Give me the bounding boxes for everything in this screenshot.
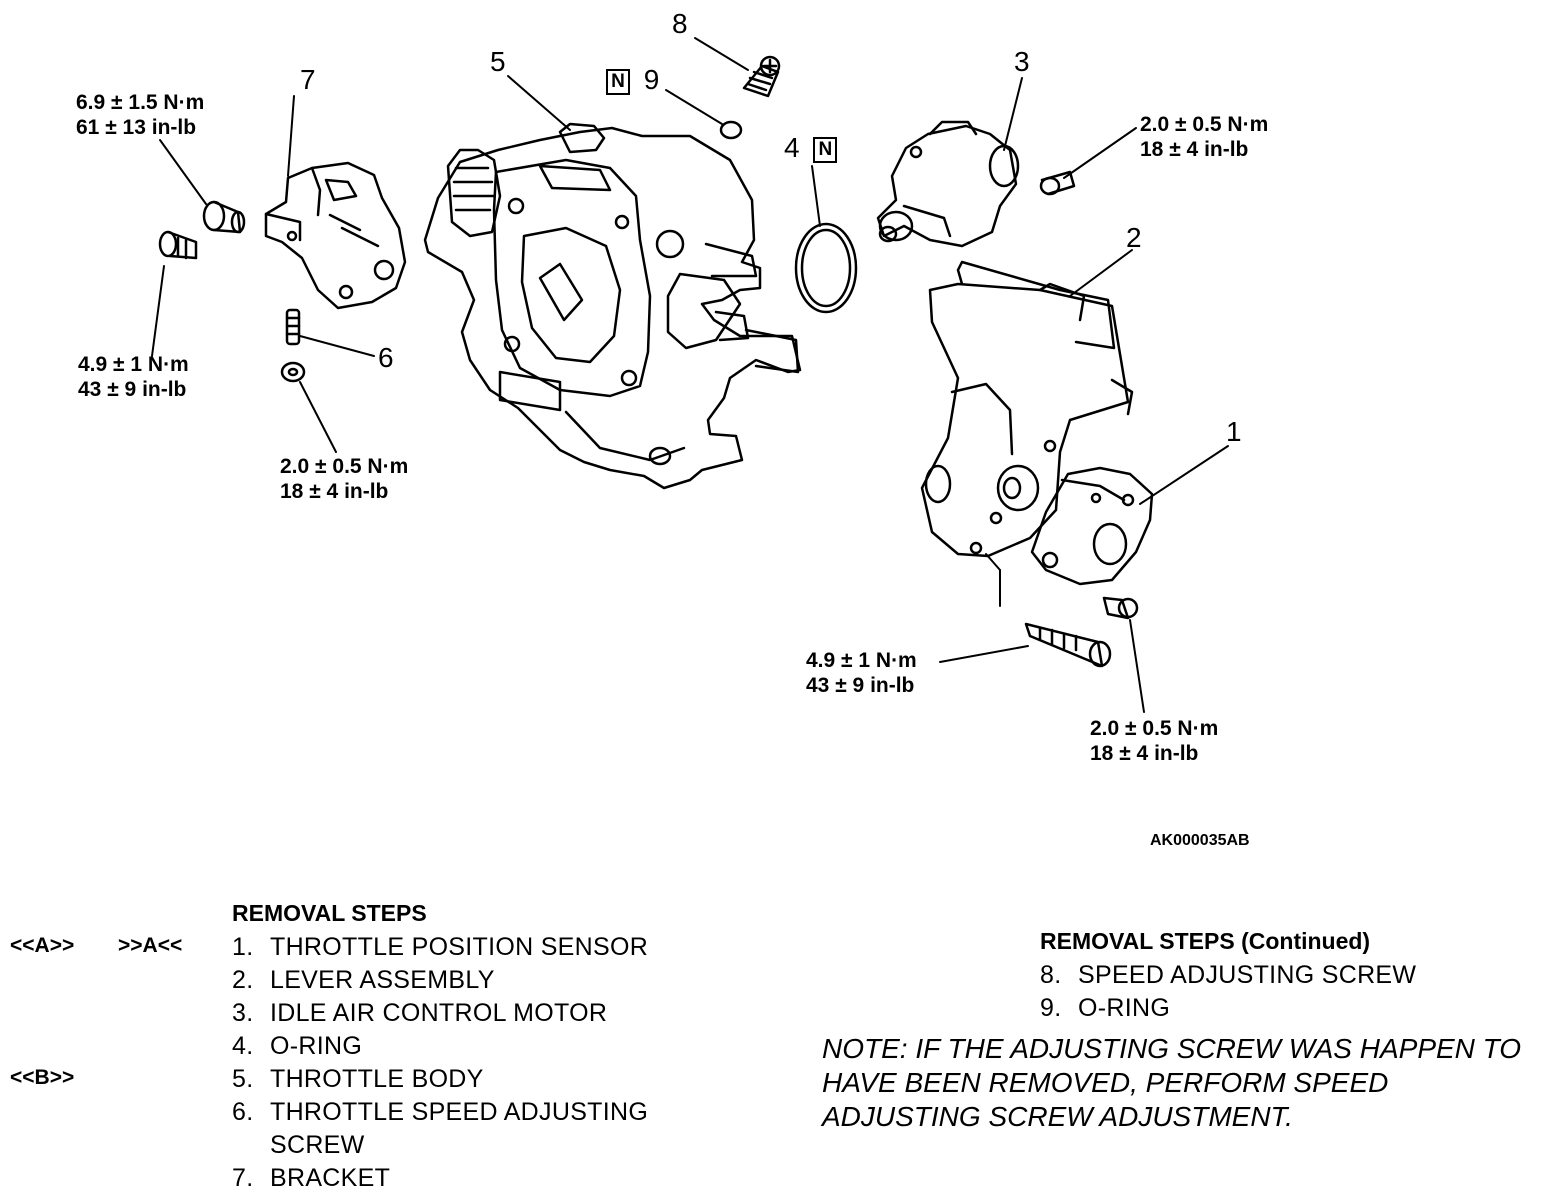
list-item: SCREW xyxy=(270,1131,365,1159)
list-item: 4.O-RING xyxy=(232,1032,363,1060)
speed-adjusting-screw xyxy=(742,55,781,98)
figure-id: AK000035AB xyxy=(1150,832,1250,849)
list-item: 6.THROTTLE SPEED ADJUSTING xyxy=(232,1098,649,1126)
removal-steps-continued-heading: REMOVAL STEPS (Continued) xyxy=(1040,928,1371,954)
bolt-iac xyxy=(1039,170,1076,196)
callout-3: 3 xyxy=(1014,46,1030,77)
throttle-position-sensor xyxy=(1030,466,1154,586)
ref-install-a: >>A<< xyxy=(118,934,183,957)
callout-7: 7 xyxy=(300,64,316,95)
callout-9-group: N 9 xyxy=(606,66,659,95)
list-item: 9.O-RING xyxy=(1040,994,1171,1022)
o-ring-large xyxy=(794,222,858,314)
list-item: 2.LEVER ASSEMBLY xyxy=(232,966,495,994)
bolt-tps xyxy=(1102,596,1139,620)
removal-steps-heading: REMOVAL STEPS xyxy=(232,900,427,926)
callout-5: 5 xyxy=(490,46,506,77)
stud-and-nut xyxy=(280,308,306,383)
o-ring-small xyxy=(719,120,743,140)
callout-4: 4 xyxy=(784,132,800,163)
n-mark-badge: N xyxy=(606,68,630,95)
callout-4-group: 4 N xyxy=(784,132,838,163)
throttle-body-part xyxy=(423,122,802,490)
callout-8: 8 xyxy=(672,8,688,39)
leader-lines xyxy=(151,37,1229,713)
lever-assembly xyxy=(920,260,1134,558)
bolt-lever xyxy=(1024,622,1112,668)
callout-9: 9 xyxy=(643,64,660,95)
bolt-bracket-upper xyxy=(202,200,246,234)
list-item: 1.THROTTLE POSITION SENSOR xyxy=(232,933,649,961)
list-item: 5.THROTTLE BODY xyxy=(232,1065,484,1093)
ref-removal-b: <<B>> xyxy=(10,1066,75,1089)
n-mark-badge: N xyxy=(813,136,838,163)
bracket-part xyxy=(264,161,407,310)
list-item: 7.BRACKET xyxy=(232,1164,391,1192)
list-item: 3.IDLE AIR CONTROL MOTOR xyxy=(232,999,608,1027)
exploded-view-diagram xyxy=(151,37,1229,713)
callout-6: 6 xyxy=(378,342,394,373)
idle-air-control-motor xyxy=(876,120,1020,248)
list-item: 8.SPEED ADJUSTING SCREW xyxy=(1040,961,1417,989)
callout-1: 1 xyxy=(1226,416,1242,447)
adjustment-note: NOTE: IF THE ADJUSTING SCREW WAS HAPPEN … xyxy=(822,1033,1522,1132)
callout-2: 2 xyxy=(1126,222,1142,253)
bolt-bracket-lower xyxy=(158,230,198,260)
ref-removal-a: <<A>> xyxy=(10,934,75,957)
